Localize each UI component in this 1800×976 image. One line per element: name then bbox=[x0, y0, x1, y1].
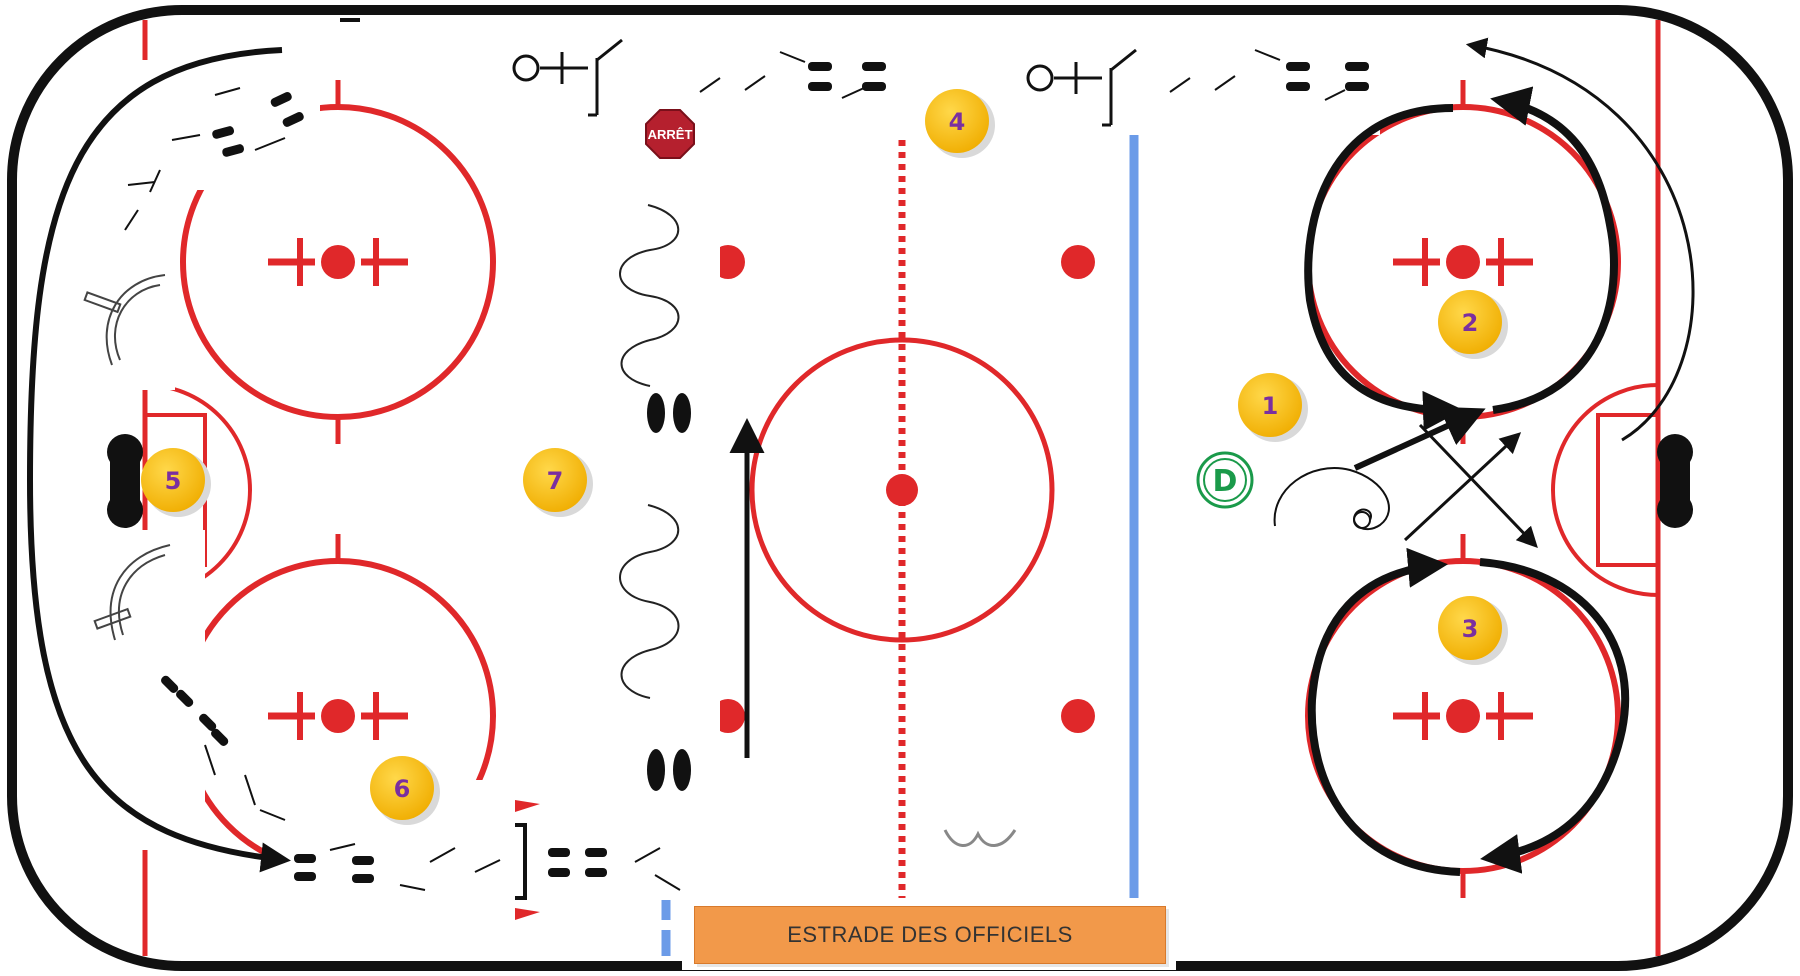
station-marker-7: 7 bbox=[523, 448, 593, 517]
player-footprints-icon bbox=[647, 393, 691, 791]
drill-circle-path bbox=[1304, 104, 1463, 431]
marker-label: 5 bbox=[165, 467, 182, 495]
marker-label: 7 bbox=[547, 467, 564, 495]
skating-path-icon bbox=[619, 204, 680, 387]
faceoff-circle-left-top bbox=[180, 80, 496, 444]
stop-sign-icon: ARRÊT bbox=[645, 109, 695, 159]
marker-label: 6 bbox=[394, 775, 411, 803]
overlay-patch bbox=[625, 135, 720, 805]
skate-stride-icon bbox=[699, 49, 1346, 101]
marker-label: 4 bbox=[949, 108, 966, 136]
overlay-patch bbox=[270, 780, 700, 900]
station-marker-2: 2 bbox=[1438, 290, 1508, 359]
station-marker-6: 6 bbox=[370, 756, 440, 825]
center-dot bbox=[886, 474, 918, 506]
skate-marks-icon bbox=[808, 62, 1369, 91]
sled-arc-icon bbox=[83, 274, 171, 641]
pylon-icon bbox=[515, 908, 540, 920]
drill-arrow bbox=[1353, 406, 1486, 471]
overlay-patch bbox=[85, 530, 205, 850]
officials-bench-label: ESTRADE DES OFFICIELS bbox=[787, 922, 1073, 947]
spiral-skate-icon bbox=[1353, 511, 1371, 529]
drill-arrow bbox=[26, 47, 291, 873]
overlay-patch bbox=[140, 60, 320, 190]
drill-circle-path bbox=[1479, 558, 1630, 874]
goal-net-right bbox=[1657, 434, 1693, 528]
pylon-icon bbox=[515, 800, 540, 812]
drill-arrow bbox=[1465, 37, 1695, 442]
skate-stride-icon bbox=[124, 87, 501, 891]
drill-circle-path bbox=[1490, 86, 1618, 414]
center-circle bbox=[749, 337, 1055, 643]
player-sled-icon bbox=[512, 38, 623, 117]
skate-stride-icon bbox=[634, 847, 681, 891]
goal-net-left bbox=[107, 434, 143, 528]
drill-arrow bbox=[1418, 423, 1538, 549]
station-marker-5: 5 bbox=[141, 448, 211, 517]
neutral-dot bbox=[1061, 245, 1095, 279]
defense-marker-label: D bbox=[1213, 464, 1238, 499]
skating-path-icon bbox=[619, 504, 680, 699]
skate-marks-icon bbox=[161, 92, 607, 883]
stop-sign-label: ARRÊT bbox=[648, 127, 693, 142]
station-marker-3: 3 bbox=[1438, 596, 1508, 665]
defense-player-icon: D bbox=[1196, 451, 1254, 509]
goal-crease-right bbox=[1551, 383, 1660, 597]
drill-circle-path bbox=[1307, 547, 1461, 876]
station-marker-4: 4 bbox=[925, 89, 995, 158]
officials-bench-banner: ESTRADE DES OFFICIELS bbox=[694, 906, 1166, 964]
gate-bracket bbox=[515, 823, 527, 900]
marker-label: 2 bbox=[1462, 309, 1479, 337]
marker-label: 3 bbox=[1462, 615, 1479, 643]
station-marker-1: 1 bbox=[1238, 373, 1308, 442]
drill-arrow bbox=[1403, 432, 1522, 542]
neutral-dot bbox=[1061, 699, 1095, 733]
skate-mark-w bbox=[943, 829, 1017, 847]
spiral-skate-icon bbox=[1273, 467, 1390, 531]
marker-label: 1 bbox=[1262, 392, 1279, 420]
player-sled-icon bbox=[1026, 48, 1137, 127]
